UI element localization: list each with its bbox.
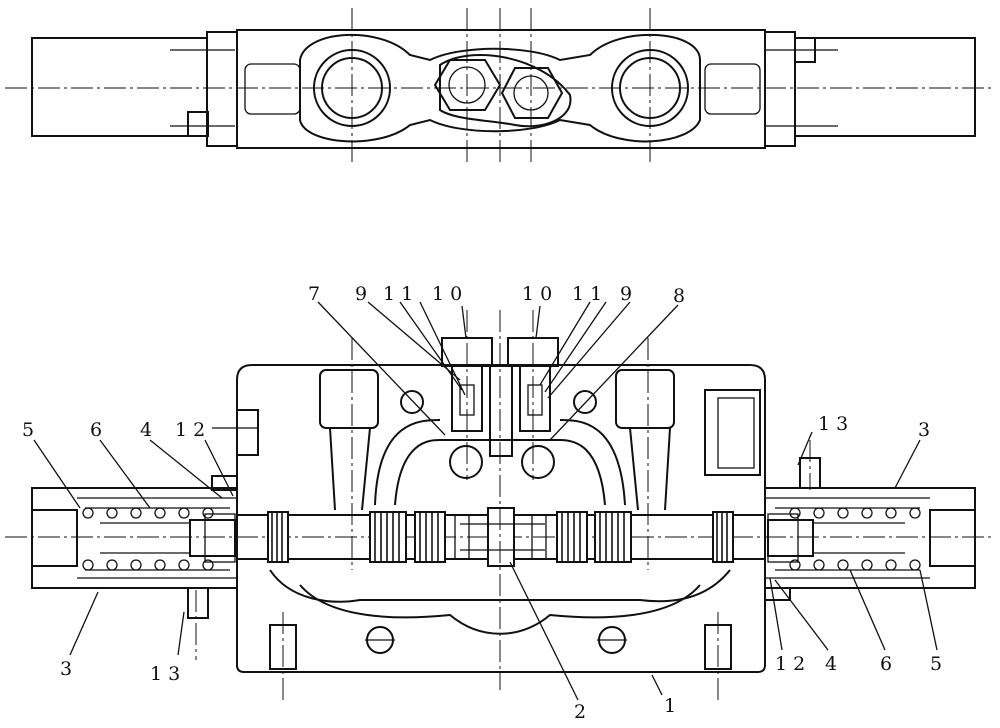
callout-8: 8 — [673, 285, 685, 307]
callout-12-left: 1 2 — [175, 419, 205, 441]
callout-5-right: 5 — [930, 653, 942, 675]
top-view — [5, 8, 995, 165]
callout-9-right: 9 — [620, 283, 632, 305]
callout-3-right-top: 3 — [918, 419, 930, 441]
callout-4-right: 4 — [825, 653, 837, 675]
spool — [267, 507, 734, 567]
left-spring — [82, 507, 230, 571]
callout-13-right-top: 1 3 — [818, 413, 848, 435]
leader-lines — [33, 301, 938, 701]
callout-4-left: 4 — [140, 419, 152, 441]
callout-6-left: 6 — [90, 419, 102, 441]
callout-3-left-bottom: 3 — [60, 658, 72, 680]
callout-9-left: 9 — [355, 283, 367, 305]
callout-2: 2 — [574, 701, 586, 723]
callout-labels: 7 9 1 1 1 0 1 0 1 1 9 8 5 6 4 1 2 1 3 3 … — [22, 283, 942, 723]
callout-6-right: 6 — [880, 653, 892, 675]
callout-11-right: 1 1 — [572, 283, 602, 305]
callout-12-right: 1 2 — [775, 653, 805, 675]
callout-1: 1 — [664, 695, 676, 717]
callout-11-left: 1 1 — [383, 283, 413, 305]
callout-7: 7 — [308, 283, 320, 305]
callout-10-right: 1 0 — [522, 283, 552, 305]
callout-10-left: 1 0 — [432, 283, 462, 305]
callout-5-left: 5 — [22, 419, 34, 441]
section-view — [5, 310, 995, 700]
callout-13-left-bottom: 1 3 — [150, 663, 180, 685]
right-spring — [775, 507, 921, 571]
